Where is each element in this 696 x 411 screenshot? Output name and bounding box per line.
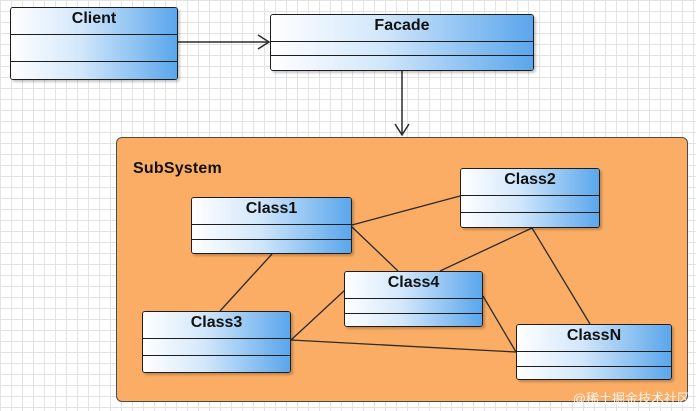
class-name-class1: Class1 xyxy=(245,200,298,217)
subsystem-label: SubSystem xyxy=(133,160,222,177)
class-name-facade: Facade xyxy=(374,17,430,34)
class-name-class2: Class2 xyxy=(504,171,556,188)
class-name-class3: Class3 xyxy=(190,314,243,331)
class-box-class2: Class2 xyxy=(460,168,600,228)
class-box-client: Client xyxy=(10,7,178,80)
arrowhead-facade-subsystem xyxy=(394,123,410,137)
class-box-classn: ClassN xyxy=(516,324,672,380)
class-box-class3: Class3 xyxy=(142,311,291,373)
class-box-facade: Facade xyxy=(270,14,534,71)
class-box-class1: Class1 xyxy=(191,197,352,254)
arrowhead-client-facade xyxy=(257,34,271,50)
class-name-classn: ClassN xyxy=(566,327,622,344)
watermark-text: @稀土掘金技术社区 xyxy=(572,391,690,406)
class-name-class4: Class4 xyxy=(387,274,440,291)
class-box-class4: Class4 xyxy=(344,271,483,327)
class-name-client: Client xyxy=(71,10,117,27)
